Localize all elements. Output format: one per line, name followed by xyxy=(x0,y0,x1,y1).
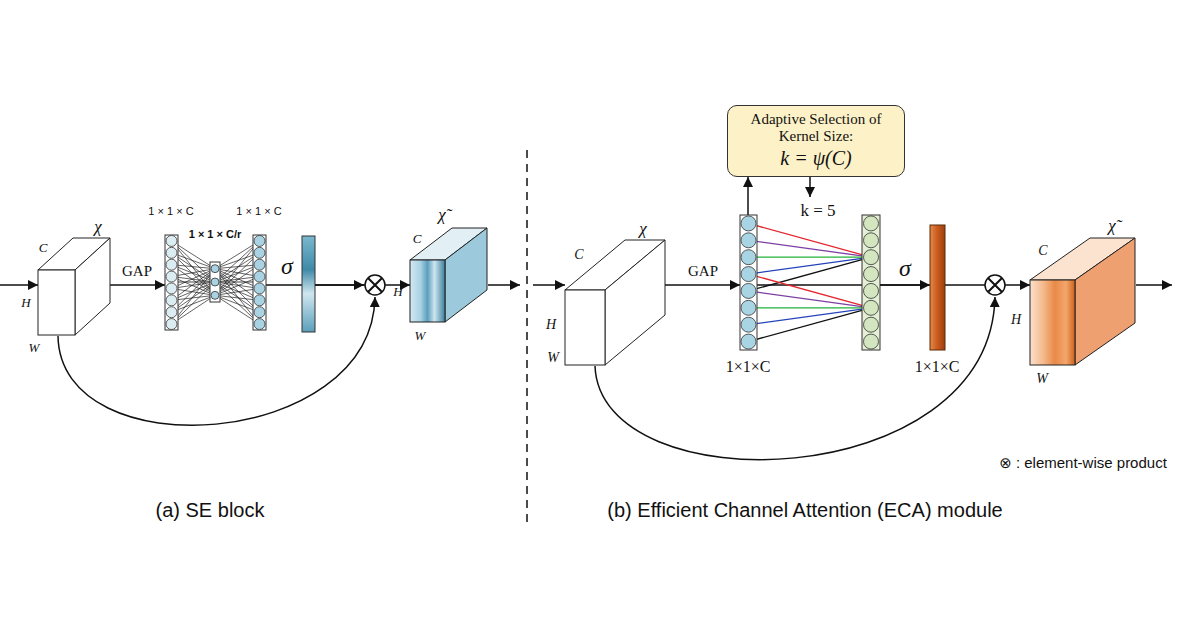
shape-outline xyxy=(253,235,266,330)
dimension-label: C xyxy=(574,247,583,262)
sigmoid-bar xyxy=(302,236,315,332)
shape-outline xyxy=(410,228,487,322)
dimension-label: H xyxy=(1011,312,1021,327)
flow-line xyxy=(880,284,929,286)
edge-label: GAP xyxy=(120,263,154,280)
shape-outline xyxy=(930,225,945,350)
dimension-label: W xyxy=(1036,371,1048,386)
conv-output-vector xyxy=(862,215,880,350)
dimension-label: H xyxy=(546,317,556,332)
output-arrow xyxy=(1136,284,1172,286)
shape-outline xyxy=(210,262,220,302)
attention-weights: 1×1×C xyxy=(930,225,945,350)
shape-label: 1×1×C xyxy=(726,358,771,376)
dimension-label: W xyxy=(547,350,559,365)
dimension-label: H xyxy=(21,296,30,310)
channel-vector: 1 × 1 × C xyxy=(165,235,178,330)
box-heading: Adaptive Selection of Kernel Size: xyxy=(734,111,898,145)
flow-connector xyxy=(757,284,930,286)
dimension-label: W xyxy=(29,341,40,355)
edge-label: σ xyxy=(279,253,295,279)
feature-tensor: χ̃CHW xyxy=(410,228,487,322)
output-arrow xyxy=(488,284,520,286)
flow-connector xyxy=(266,284,410,286)
channel-vector: 1 × 1 × C/r xyxy=(210,262,220,302)
legend-note: ⊗ : element-wise product xyxy=(999,455,1167,472)
kernel-size-box: Adaptive Selection of Kernel Size:k = ψ(… xyxy=(727,105,905,177)
shape-label: 1 × 1 × C xyxy=(146,205,195,217)
shape-outline xyxy=(740,215,757,350)
tensor-symbol: χ̃ xyxy=(1108,217,1115,236)
dimension-label: C xyxy=(1038,243,1047,258)
connection-mesh xyxy=(172,223,872,341)
flow-connector xyxy=(747,177,749,215)
subfigure-caption: (a) SE block xyxy=(156,499,265,521)
feature-tensor: χCHW xyxy=(38,238,110,335)
tensor-symbol: χ̃ xyxy=(438,206,445,225)
kernel-size-label: k = 5 xyxy=(800,202,835,221)
kernel-size-arrow xyxy=(809,177,811,197)
dimension-label: W xyxy=(415,329,426,343)
channel-vector: 1×1×C xyxy=(740,215,757,350)
multiply-symbol xyxy=(985,275,1005,295)
skip-connection xyxy=(58,297,375,425)
feature-tensor: χCHW xyxy=(565,240,665,365)
shape-outline xyxy=(38,238,110,335)
dimension-label: H xyxy=(393,285,402,299)
shape-label: 1 × 1 × C xyxy=(234,205,283,217)
edge-label: GAP xyxy=(686,263,720,280)
subfigure-caption: (b) Efficient Channel Attention (ECA) mo… xyxy=(607,499,1002,521)
multiply-symbol xyxy=(365,275,385,295)
edge-label: σ xyxy=(897,255,913,281)
shape-label: 1 × 1 × C/r xyxy=(187,228,244,240)
flow-arrow xyxy=(315,284,364,286)
tensor-symbol: χ xyxy=(94,218,101,237)
flow-connector xyxy=(665,284,740,286)
input-arrow xyxy=(533,284,565,286)
feature-tensor: χ̃CHW xyxy=(1030,238,1135,365)
flow-connector xyxy=(110,284,165,286)
dimension-label: C xyxy=(39,241,48,255)
shape-label: 1×1×C xyxy=(915,358,960,376)
tensor-symbol: χ xyxy=(639,220,646,239)
input-arrow xyxy=(0,284,38,286)
divider-line xyxy=(526,150,528,525)
channel-vector: 1 × 1 × C xyxy=(253,235,266,330)
dimension-label: C xyxy=(413,232,422,246)
formula: k = ψ(C) xyxy=(734,147,898,170)
shape-outline xyxy=(165,235,178,330)
